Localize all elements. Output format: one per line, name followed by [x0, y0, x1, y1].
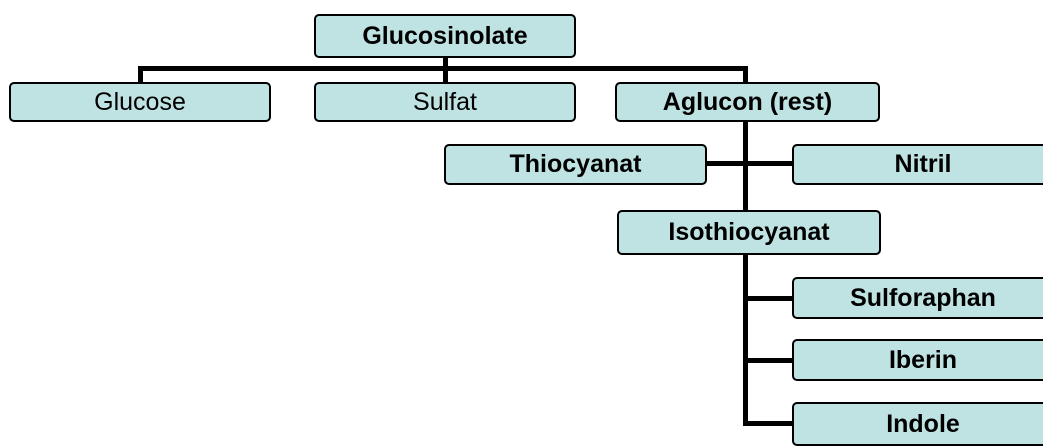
connector-root-down [443, 57, 448, 71]
node-aglucon: Aglucon (rest) [615, 82, 880, 122]
connector-isothiocyanat-spine [743, 254, 748, 425]
node-nitril: Nitril [792, 144, 1043, 185]
connector-to-thiocyanat [706, 161, 793, 166]
node-sulfat: Sulfat [314, 82, 576, 122]
connector-to-glucose [138, 66, 143, 83]
node-iberin: Iberin [792, 339, 1043, 381]
node-glucose: Glucose [9, 82, 271, 122]
connector-aglucon-spine [743, 121, 748, 211]
node-isothiocyanat: Isothiocyanat [617, 210, 881, 255]
node-sulforaphan: Sulforaphan [792, 277, 1043, 319]
node-glucosinolate: Glucosinolate [314, 14, 576, 58]
node-thiocyanat: Thiocyanat [444, 144, 707, 185]
connector-to-indole [743, 421, 793, 426]
connector-to-sulforaphan [743, 296, 793, 301]
connector-to-iberin [743, 358, 793, 363]
node-indole: Indole [792, 402, 1043, 446]
connector-to-sulfat [443, 66, 448, 83]
connector-to-aglucon [743, 66, 748, 83]
